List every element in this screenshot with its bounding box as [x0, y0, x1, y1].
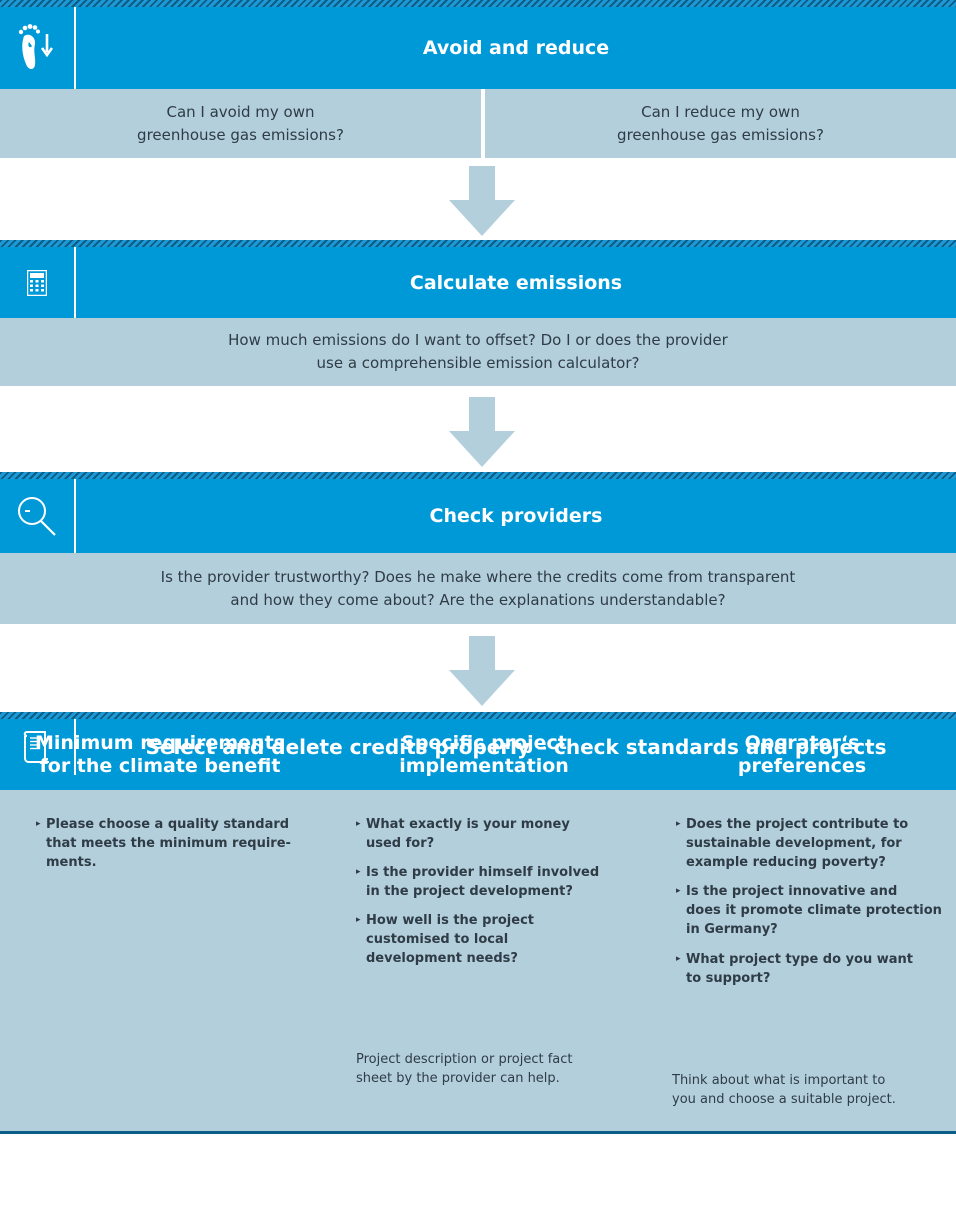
hatch-stripe [0, 240, 956, 247]
bullet-line: Does the project contribute to [686, 817, 909, 832]
bullet-item: ▸ How well is the project customised to l… [356, 911, 626, 968]
hatch-stripe [0, 472, 956, 479]
bullet-line: in Germany? [686, 922, 778, 937]
question-line: Can I reduce my own [641, 102, 800, 121]
column-body [0, 790, 956, 1131]
column-heading-line: implementation [399, 755, 569, 777]
bullet-line: Please choose a quality standard [46, 817, 290, 832]
bullet-item: ▸ Does the project contribute to sustaina… [676, 815, 951, 872]
hatch-stripe [0, 0, 956, 7]
question-line: and how they come about? Are the explana… [230, 590, 726, 609]
question-avoid: Can I avoid my own greenhouse gas emissio… [0, 89, 481, 158]
question-line: use a comprehensible emission calculator… [316, 354, 640, 372]
column-heading-line: Operator‘s [744, 732, 860, 754]
column-heading-line: Minimum requirements [35, 732, 285, 754]
bullet-item: ▸ What exactly is your money used for? [356, 815, 626, 853]
bullet-marker-icon: ▸ [676, 954, 681, 964]
step-header-check-providers: Check providers [0, 479, 956, 553]
step-title: Calculate emissions [409, 271, 623, 294]
step-header-avoid-reduce: Avoid and reduce [0, 7, 956, 89]
bullet-marker-icon: ▸ [356, 819, 361, 829]
step-title: Avoid and reduce [422, 37, 610, 59]
bullet-line: Is the project innovative and [686, 884, 898, 899]
question-calculate: How much emissions do I want to offset? … [0, 318, 956, 386]
bullet-line: used for? [366, 836, 435, 851]
hatch-stripe [0, 712, 956, 719]
bullet-marker-icon: ▸ [356, 915, 361, 925]
bullet-marker-icon: ▸ [36, 819, 41, 829]
bullet-line: Is the provider himself involved [366, 865, 600, 880]
step-title: Check providers [429, 505, 603, 527]
bullet-line: What project type do you want [686, 952, 914, 967]
bullet-item: ▸ Please choose a quality standard that m… [36, 815, 306, 872]
question-line: Is the provider trustworthy? Does he mak… [160, 567, 796, 586]
note-line: sheet by the provider can help. [356, 1071, 560, 1086]
bullet-marker-icon: ▸ [676, 886, 681, 896]
bottom-rule [0, 1131, 956, 1134]
step-header-select-credits: Select and delete credits properly – che… [0, 719, 956, 794]
bullet-line: How well is the project [366, 913, 534, 928]
down-arrow-icon [449, 636, 515, 706]
question-line: How much emissions do I want to offset? … [228, 331, 728, 349]
bullet-line: development needs? [366, 951, 518, 966]
down-arrow-icon [449, 166, 515, 236]
question-line: greenhouse gas emissions? [617, 125, 824, 144]
bullet-line: does it promote climate protection [686, 903, 942, 918]
bullet-marker-icon: ▸ [676, 819, 681, 829]
note-line: Project description or project fact [356, 1052, 573, 1067]
bullet-item: ▸ Is the project innovative and does it p… [676, 882, 951, 939]
bullet-line: in the project development? [366, 884, 573, 899]
question-line: greenhouse gas emissions? [137, 125, 344, 144]
bullet-line: to support? [686, 971, 771, 986]
note-line: Think about what is important to [672, 1073, 886, 1088]
question-line: Can I avoid my own [166, 102, 315, 121]
bullet-line: ments. [46, 855, 97, 870]
question-reduce: Can I reduce my own greenhouse gas emissi… [485, 89, 956, 158]
bullet-line: sustainable development, for [686, 836, 902, 851]
bullet-marker-icon: ▸ [356, 867, 361, 877]
bullet-line: customised to local [366, 932, 509, 947]
bullet-line: that meets the minimum require- [46, 836, 291, 851]
bullet-item: ▸ What project type do you want to suppor… [676, 950, 951, 988]
note-line: you and choose a suitable project. [672, 1092, 896, 1107]
footprint-down-icon [0, 7, 76, 89]
step-header-calculate: Calculate emissions [0, 247, 956, 318]
step-title: Select and delete credits properly – che… [145, 735, 887, 759]
bullet-line: example reducing poverty? [686, 855, 886, 870]
magnifier-icon [0, 479, 76, 553]
down-arrow-icon [449, 397, 515, 467]
bullet-line: What exactly is your money [366, 817, 570, 832]
calculator-icon [0, 247, 76, 318]
bullet-item: ▸ Is the provider himself involved in the… [356, 863, 626, 901]
document-scroll-icon [0, 719, 76, 775]
column-heading-line: Specific project [401, 732, 567, 754]
column-heading-line: preferences [737, 755, 867, 777]
question-check-providers: Is the provider trustworthy? Does he mak… [0, 553, 956, 624]
column-note: Think about what is important to you and … [672, 1071, 947, 1109]
column-heading-line: for the climate benefit [39, 755, 281, 777]
column-note: Project description or project fact sheet… [356, 1050, 626, 1088]
